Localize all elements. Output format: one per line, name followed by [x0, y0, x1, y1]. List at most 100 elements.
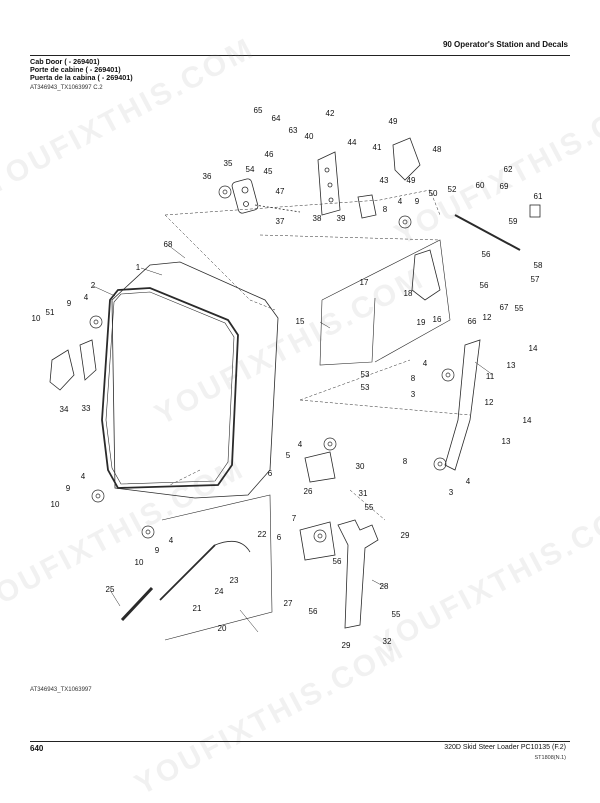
callout-label: 40	[305, 132, 314, 141]
callout-label: 6	[277, 533, 282, 542]
callout-label: 13	[502, 437, 511, 446]
door-seal	[101, 287, 239, 489]
callout-label: 10	[32, 314, 41, 323]
callout-label: 8	[383, 205, 388, 214]
callout-label: 68	[164, 240, 173, 249]
header-rule	[30, 55, 570, 56]
section-title: 90 Operator's Station and Decals	[442, 40, 568, 49]
callout-label: 15	[296, 317, 305, 326]
callout-label: 55	[365, 503, 374, 512]
page-number: 640	[30, 744, 44, 753]
exploded-parts-diagram: 65 64 63 42 49 40 44 41 48 46 35 54 45 3…	[32, 106, 543, 650]
footer-rule	[30, 741, 570, 742]
title-block: Cab Door ( - 269401) Porte de cabine ( -…	[30, 57, 133, 83]
callout-label: 3	[411, 390, 416, 399]
callout-label: 59	[509, 217, 518, 226]
callout-label: 43	[380, 176, 389, 185]
door-glass	[111, 261, 279, 499]
callout-label: 4	[84, 293, 89, 302]
callout-label: 18	[404, 289, 413, 298]
callout-label: 34	[60, 405, 69, 414]
callout-labels: 65 64 63 42 49 40 44 41 48 46 35 54 45 3…	[32, 106, 543, 650]
callout-label: 61	[534, 192, 543, 201]
callout-label: 67	[500, 303, 509, 312]
callout-label: 33	[82, 404, 91, 413]
callout-label: 11	[486, 372, 495, 381]
callout-label: 41	[373, 143, 382, 152]
callout-label: 35	[224, 159, 233, 168]
callout-label: 50	[429, 189, 438, 198]
callout-label: 56	[333, 557, 342, 566]
callout-label: 44	[348, 138, 357, 147]
callout-label: 4	[466, 477, 471, 486]
callout-label: 4	[169, 536, 174, 545]
callout-label: 9	[66, 484, 71, 493]
callout-label: 28	[380, 582, 389, 591]
illustration-ref-top: AT346943_TX1063997 C.2	[30, 85, 103, 91]
callout-label: 66	[468, 317, 477, 326]
callout-label: 30	[356, 462, 365, 471]
callout-label: 16	[433, 315, 442, 324]
callout-label: 9	[155, 546, 160, 555]
callout-label: 1	[136, 263, 141, 272]
callout-label: 14	[529, 344, 538, 353]
callout-label: 25	[106, 585, 115, 594]
callout-label: 46	[265, 150, 274, 159]
callout-label: 38	[313, 214, 322, 223]
callout-label: 4	[423, 359, 428, 368]
callout-label: 65	[254, 106, 263, 115]
title-french: Porte de cabine ( - 269401)	[30, 65, 121, 75]
callout-label: 20	[218, 624, 227, 633]
callout-label: 56	[309, 607, 318, 616]
callout-label: 13	[507, 361, 516, 370]
callout-label: 7	[292, 514, 297, 523]
callout-label: 62	[504, 165, 513, 174]
callout-label: 57	[531, 275, 540, 284]
callout-label: 27	[284, 599, 293, 608]
callout-label: 4	[398, 197, 403, 206]
callout-label: 4	[298, 440, 303, 449]
callout-label: 3	[449, 488, 454, 497]
callout-label: 29	[401, 531, 410, 540]
callout-label: 26	[304, 487, 313, 496]
callout-label: 53	[361, 383, 370, 392]
callout-label: 17	[360, 278, 369, 287]
callout-label: 54	[246, 165, 255, 174]
callout-label: 31	[359, 489, 368, 498]
callout-label: 64	[272, 114, 281, 123]
callout-label: 22	[258, 530, 267, 539]
callout-label: 47	[276, 187, 285, 196]
callout-label: 45	[264, 167, 273, 176]
callout-label: 24	[215, 587, 224, 596]
callout-label: 10	[135, 558, 144, 567]
callout-label: 8	[411, 374, 416, 383]
callout-label: 56	[482, 250, 491, 259]
callout-label: 12	[485, 398, 494, 407]
callout-label: 49	[389, 117, 398, 126]
model-reference: 320D Skid Steer Loader PC10135 (F.2)	[444, 744, 566, 751]
callout-label: 42	[326, 109, 335, 118]
title-english: Cab Door ( - 269401)	[30, 57, 100, 66]
callout-label: 49	[407, 176, 416, 185]
callout-label: 48	[433, 145, 442, 154]
callout-label: 29	[342, 641, 351, 650]
callout-label: 55	[515, 304, 524, 313]
callout-label: 14	[523, 416, 532, 425]
callout-label: 9	[67, 299, 72, 308]
revision-code: ST1808(N.1)	[534, 755, 567, 761]
callout-label: 69	[500, 182, 509, 191]
callout-label: 37	[276, 217, 285, 226]
callout-label: 63	[289, 126, 298, 135]
callout-label: 6	[268, 469, 273, 478]
title-spanish: Puerta de la cabina ( - 269401)	[30, 73, 133, 83]
callout-label: 12	[483, 313, 492, 322]
callout-label: 2	[91, 281, 96, 290]
callout-label: 52	[448, 185, 457, 194]
callout-label: 60	[476, 181, 485, 190]
callout-label: 4	[81, 472, 86, 481]
callout-label: 53	[361, 370, 370, 379]
callout-label: 51	[46, 308, 55, 317]
callout-label: 5	[286, 451, 291, 460]
callout-label: 21	[193, 604, 202, 613]
illustration-ref-bottom: AT346943_TX1063997	[30, 687, 92, 693]
